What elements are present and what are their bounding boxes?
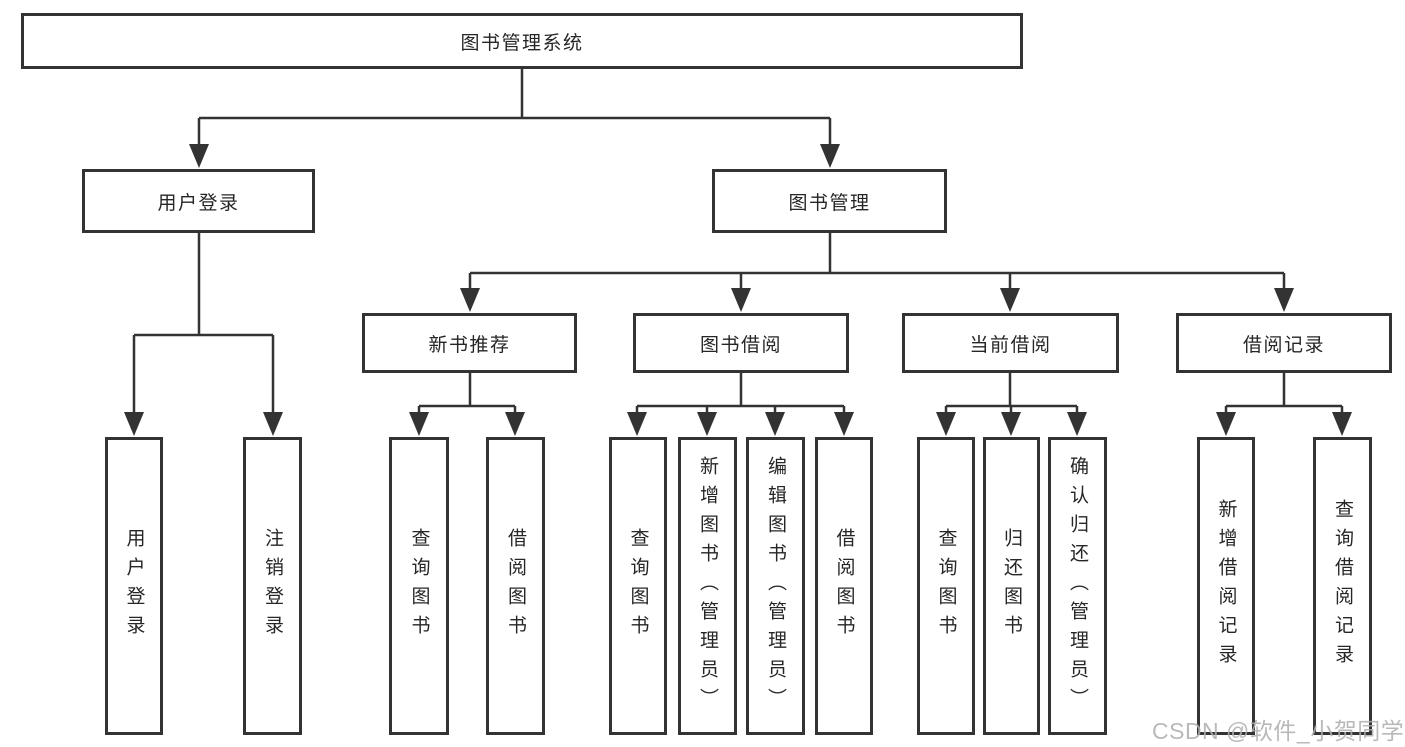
node-borrow-records-label: 借阅记录 [1242, 334, 1325, 356]
leaf-query-books-1: 查询图书 [389, 437, 449, 735]
node-root-system: 图书管理系统 [21, 13, 1023, 69]
leaf-return-books-label: 归还图书 [1001, 528, 1022, 644]
leaf-user-login-label: 用户登录 [123, 528, 145, 644]
arrow-down-icon [936, 412, 956, 436]
node-new-book-recommend: 新书推荐 [362, 313, 577, 373]
edges-new-book-recommend-branch [417, 373, 517, 416]
edges-current-borrow-branch [944, 373, 1079, 416]
node-book-borrow-label: 图书借阅 [699, 334, 782, 356]
edges-user-login-branch [132, 233, 275, 416]
leaf-query-books-1-label: 查询图书 [408, 528, 430, 644]
leaf-user-login: 用户登录 [105, 437, 163, 735]
arrow-down-icon [124, 412, 144, 436]
leaf-edit-books-admin: 编辑图书（管理员） [746, 437, 805, 735]
arrow-down-icon [505, 412, 525, 436]
leaf-logout-label: 注销登录 [262, 528, 283, 644]
leaf-confirm-return-admin-label: 确认归还（管理员） [1067, 455, 1088, 717]
leaf-borrow-books-1: 借阅图书 [486, 437, 545, 735]
arrow-down-icon [627, 412, 647, 436]
arrow-down-icon [697, 412, 717, 436]
csdn-watermark: CSDN @软件_小贺同学 [1152, 718, 1405, 744]
node-current-borrow-label: 当前借阅 [969, 334, 1052, 356]
leaf-logout: 注销登录 [243, 437, 302, 735]
leaf-borrow-books-1-label: 借阅图书 [505, 528, 526, 644]
leaf-query-books-2-label: 查询图书 [627, 528, 649, 644]
arrowheads [124, 144, 1352, 436]
node-current-borrow: 当前借阅 [902, 313, 1119, 373]
leaf-query-borrow-record-label: 查询借阅记录 [1332, 499, 1353, 673]
arrow-down-icon [765, 412, 785, 436]
arrow-down-icon [1332, 412, 1352, 436]
leaf-query-books-3: 查询图书 [917, 437, 975, 735]
node-book-borrow: 图书借阅 [633, 313, 849, 373]
arrow-down-icon [1274, 288, 1294, 312]
arrow-down-icon [189, 144, 209, 168]
edges-book-borrow-branch [635, 373, 846, 416]
leaf-add-borrow-record-label: 新增借阅记录 [1215, 499, 1237, 673]
arrow-down-icon [460, 288, 480, 312]
leaf-add-borrow-record: 新增借阅记录 [1197, 437, 1255, 735]
leaf-query-books-3-label: 查询图书 [935, 528, 957, 644]
arrow-down-icon [263, 412, 283, 436]
leaf-confirm-return-admin: 确认归还（管理员） [1048, 437, 1107, 735]
leaf-add-books-admin: 新增图书（管理员） [678, 437, 737, 735]
leaf-edit-books-admin-label: 编辑图书（管理员） [765, 455, 786, 717]
arrow-down-icon [1000, 288, 1020, 312]
arrow-down-icon [1001, 412, 1021, 436]
node-new-book-recommend-label: 新书推荐 [428, 334, 511, 356]
arrow-down-icon [834, 412, 854, 436]
edges-borrow-records-branch [1224, 373, 1344, 416]
edges-book-management-branch [468, 233, 1286, 292]
arrow-down-icon [731, 288, 751, 312]
leaf-add-books-admin-label: 新增图书（管理员） [697, 455, 718, 717]
node-book-management-branch: 图书管理 [712, 169, 947, 233]
node-borrow-records: 借阅记录 [1176, 313, 1392, 373]
leaf-borrow-books-2: 借阅图书 [815, 437, 873, 735]
leaf-query-books-2: 查询图书 [609, 437, 667, 735]
node-user-login-branch: 用户登录 [82, 169, 315, 233]
arrow-down-icon [820, 144, 840, 168]
node-user-login-branch-label: 用户登录 [157, 192, 240, 214]
leaf-borrow-books-2-label: 借阅图书 [833, 528, 855, 644]
node-root-system-label: 图书管理系统 [460, 32, 584, 54]
arrow-down-icon [1067, 412, 1087, 436]
edges-root-to-level2 [197, 69, 832, 148]
leaf-query-borrow-record: 查询借阅记录 [1313, 437, 1372, 735]
arrow-down-icon [409, 412, 429, 436]
node-book-management-branch-label: 图书管理 [788, 192, 871, 214]
arrow-down-icon [1216, 412, 1236, 436]
leaf-return-books: 归还图书 [983, 437, 1040, 735]
